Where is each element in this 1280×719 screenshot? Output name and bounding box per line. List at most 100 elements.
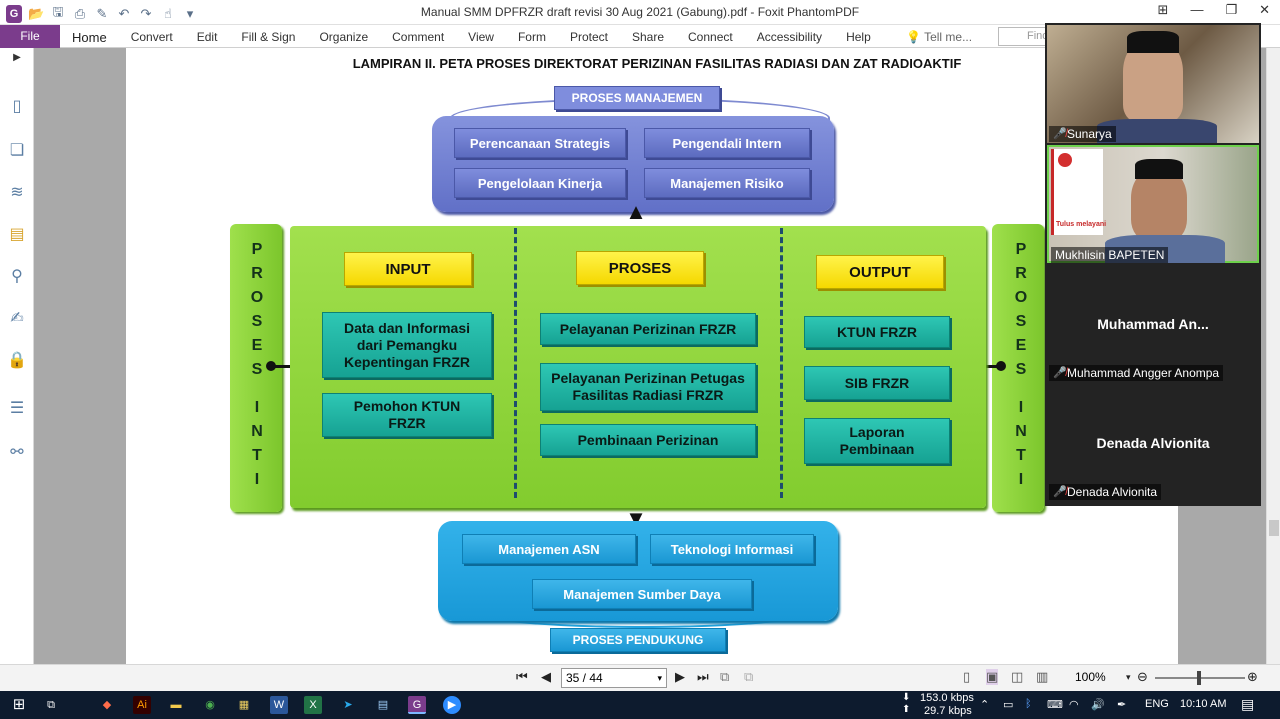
windows-start-icon[interactable]: ⊞ (12, 696, 26, 713)
notes-icon[interactable]: ▦ (238, 699, 250, 711)
menu-tab-home[interactable]: Home (72, 30, 107, 45)
participant-display-name: Muhammad An... (1097, 316, 1209, 332)
minimize-icon[interactable]: — (1190, 2, 1204, 17)
last-page-icon[interactable]: ⏭ (697, 669, 709, 684)
telegram-icon[interactable]: ➤ (343, 699, 353, 711)
next-page-icon[interactable]: ▶ (675, 669, 685, 684)
volume-icon[interactable]: 🔊 (1091, 699, 1105, 711)
menu-tab-view[interactable]: View (468, 30, 494, 44)
layout-icon[interactable]: ⊞ (1157, 2, 1169, 17)
foxit-taskbar-icon[interactable]: G (408, 696, 426, 714)
video-tile-denada[interactable]: Denada Alvionita 🎤̸Denada Alvionita (1047, 385, 1259, 503)
chrome-icon[interactable]: ◉ (205, 699, 215, 711)
continuous-facing-icon[interactable]: ▥ (1036, 669, 1049, 684)
menu-tab-comment[interactable]: Comment (392, 30, 445, 44)
continuous-page-icon[interactable]: ▣ (986, 669, 999, 685)
zoom-in-icon[interactable]: ⊕ (1247, 669, 1258, 684)
bluetooth-icon[interactable]: ᛒ (1025, 698, 1032, 710)
open-icon[interactable]: 📂 (28, 6, 45, 21)
pages-icon[interactable]: ❏ (9, 142, 25, 159)
menu-tab-fill-sign[interactable]: Fill & Sign (241, 30, 296, 44)
file-explorer-icon[interactable]: ▬ (170, 699, 182, 711)
zoom-slider-knob[interactable] (1197, 671, 1201, 685)
find-input[interactable]: Find (998, 27, 1048, 46)
pendukung-item: Manajemen Sumber Daya (532, 579, 752, 609)
wifi-icon[interactable]: ◠ (1069, 699, 1079, 711)
language-indicator[interactable]: ENG (1145, 698, 1169, 710)
close-icon[interactable]: ✕ (1259, 2, 1270, 17)
battery-icon[interactable]: ▭ (1003, 699, 1014, 711)
zoom-icon[interactable]: ▶ (443, 696, 461, 714)
layers-icon[interactable]: ≋ (10, 184, 24, 201)
hand-tool-icon[interactable]: ☝ (164, 6, 172, 21)
illustrator-icon[interactable]: Ai (133, 696, 151, 714)
zoom-level[interactable]: 100% (1075, 670, 1106, 684)
previous-view-icon[interactable]: ⧉ (720, 669, 730, 684)
lock-icon[interactable]: 🔒 (7, 352, 27, 369)
menu-tab-help[interactable]: Help (846, 30, 871, 44)
network-icon[interactable]: ⌨ (1047, 699, 1063, 711)
form-icon[interactable]: ☰ (9, 400, 25, 417)
collapse-arrow-icon[interactable]: ▶ (13, 52, 21, 63)
customize-icon[interactable]: ▾ (186, 6, 194, 21)
menu-tab-organize[interactable]: Organize (319, 30, 369, 44)
zoom-dropdown-icon[interactable]: ▾ (1126, 672, 1131, 682)
pendukung-label: PROSES PENDUKUNG (550, 628, 726, 652)
menu-tab-protect[interactable]: Protect (569, 30, 608, 44)
pen-icon[interactable]: ✒ (1117, 699, 1127, 711)
menu-tab-accessibility[interactable]: Accessibility (756, 30, 823, 44)
divider-dashed (780, 228, 783, 498)
undo-icon[interactable]: ↶ (118, 6, 130, 21)
comments-icon[interactable]: ▤ (9, 226, 25, 243)
background-banner: Tulus melayani (1051, 149, 1106, 235)
video-tile-muhammad[interactable]: Muhammad An... 🎤̸Muhammad Angger Anompa (1047, 265, 1259, 383)
attachment-icon[interactable]: ⚲ (11, 268, 23, 285)
print-icon[interactable]: ⎙ (74, 6, 86, 21)
navigation-panel: ▶ ▯ ❏ ≋ ▤ ⚲ ✍ 🔒 ☰ ⚯ (0, 48, 34, 691)
connector-dot (996, 361, 1006, 371)
notepad-icon[interactable]: ▤ (377, 699, 389, 711)
facing-page-icon[interactable]: ◫ (1011, 669, 1024, 684)
inti-letter: S (1015, 313, 1027, 330)
page-number-input[interactable]: 35 / 44▾ (561, 668, 667, 688)
foxit-logo-icon: G (6, 5, 22, 23)
redo-icon[interactable]: ↷ (140, 6, 152, 21)
vertical-scrollbar[interactable] (1266, 48, 1280, 664)
zoom-slider[interactable] (1155, 671, 1245, 685)
proses-item: Pembinaan Perizinan (540, 424, 756, 456)
clock[interactable]: 10:10 AM (1180, 698, 1227, 710)
app-icon[interactable]: ◆ (102, 699, 112, 711)
bookmark-icon[interactable]: ▯ (12, 98, 22, 115)
tell-me-search[interactable]: 💡 Tell me... (906, 30, 973, 44)
scroll-thumb[interactable] (1269, 520, 1279, 536)
excel-icon[interactable]: X (304, 696, 322, 714)
notification-icon[interactable]: ▤ (1241, 696, 1255, 712)
menu-tab-edit[interactable]: Edit (196, 30, 218, 44)
video-tile-sunarya[interactable]: 🎤̸Sunarya (1047, 25, 1259, 143)
save-icon[interactable]: 🖫 (52, 4, 64, 19)
prev-page-icon[interactable]: ◀ (541, 669, 551, 684)
word-icon[interactable]: W (270, 696, 288, 714)
menu-tab-convert[interactable]: Convert (130, 30, 173, 44)
menu-bar: Home Convert Edit Fill & Sign Organize Commen… (60, 25, 883, 48)
zoom-out-icon[interactable]: ⊖ (1137, 669, 1148, 684)
task-view-icon[interactable]: ⧉ (47, 699, 55, 711)
menu-tab-form[interactable]: Form (517, 30, 546, 44)
next-view-icon[interactable]: ⧉ (744, 669, 754, 684)
dropdown-icon[interactable]: ▾ (657, 673, 662, 683)
output-item: Laporan Pembinaan (804, 418, 950, 464)
lightbulb-icon: 💡 (906, 30, 925, 44)
new-icon[interactable]: ✎ (96, 6, 108, 21)
first-page-icon[interactable]: ⏮ (516, 669, 528, 684)
single-page-icon[interactable]: ▯ (963, 669, 971, 684)
signature-icon[interactable]: ✍ (10, 310, 24, 327)
menu-tab-connect[interactable]: Connect (688, 30, 733, 44)
upload-icon: ⬇ (902, 692, 911, 703)
restore-icon[interactable]: ❐ (1225, 2, 1238, 17)
menu-tab-share[interactable]: Share (631, 30, 664, 44)
file-tab[interactable]: File (0, 25, 60, 48)
pendukung-item: Teknologi Informasi (650, 534, 814, 564)
video-tile-mukhlisin[interactable]: Tulus melayani Mukhlisin BAPETEN (1047, 145, 1259, 263)
show-hidden-icon[interactable]: ⌃ (980, 699, 990, 711)
search-tool-icon[interactable]: ⚯ (10, 444, 24, 461)
